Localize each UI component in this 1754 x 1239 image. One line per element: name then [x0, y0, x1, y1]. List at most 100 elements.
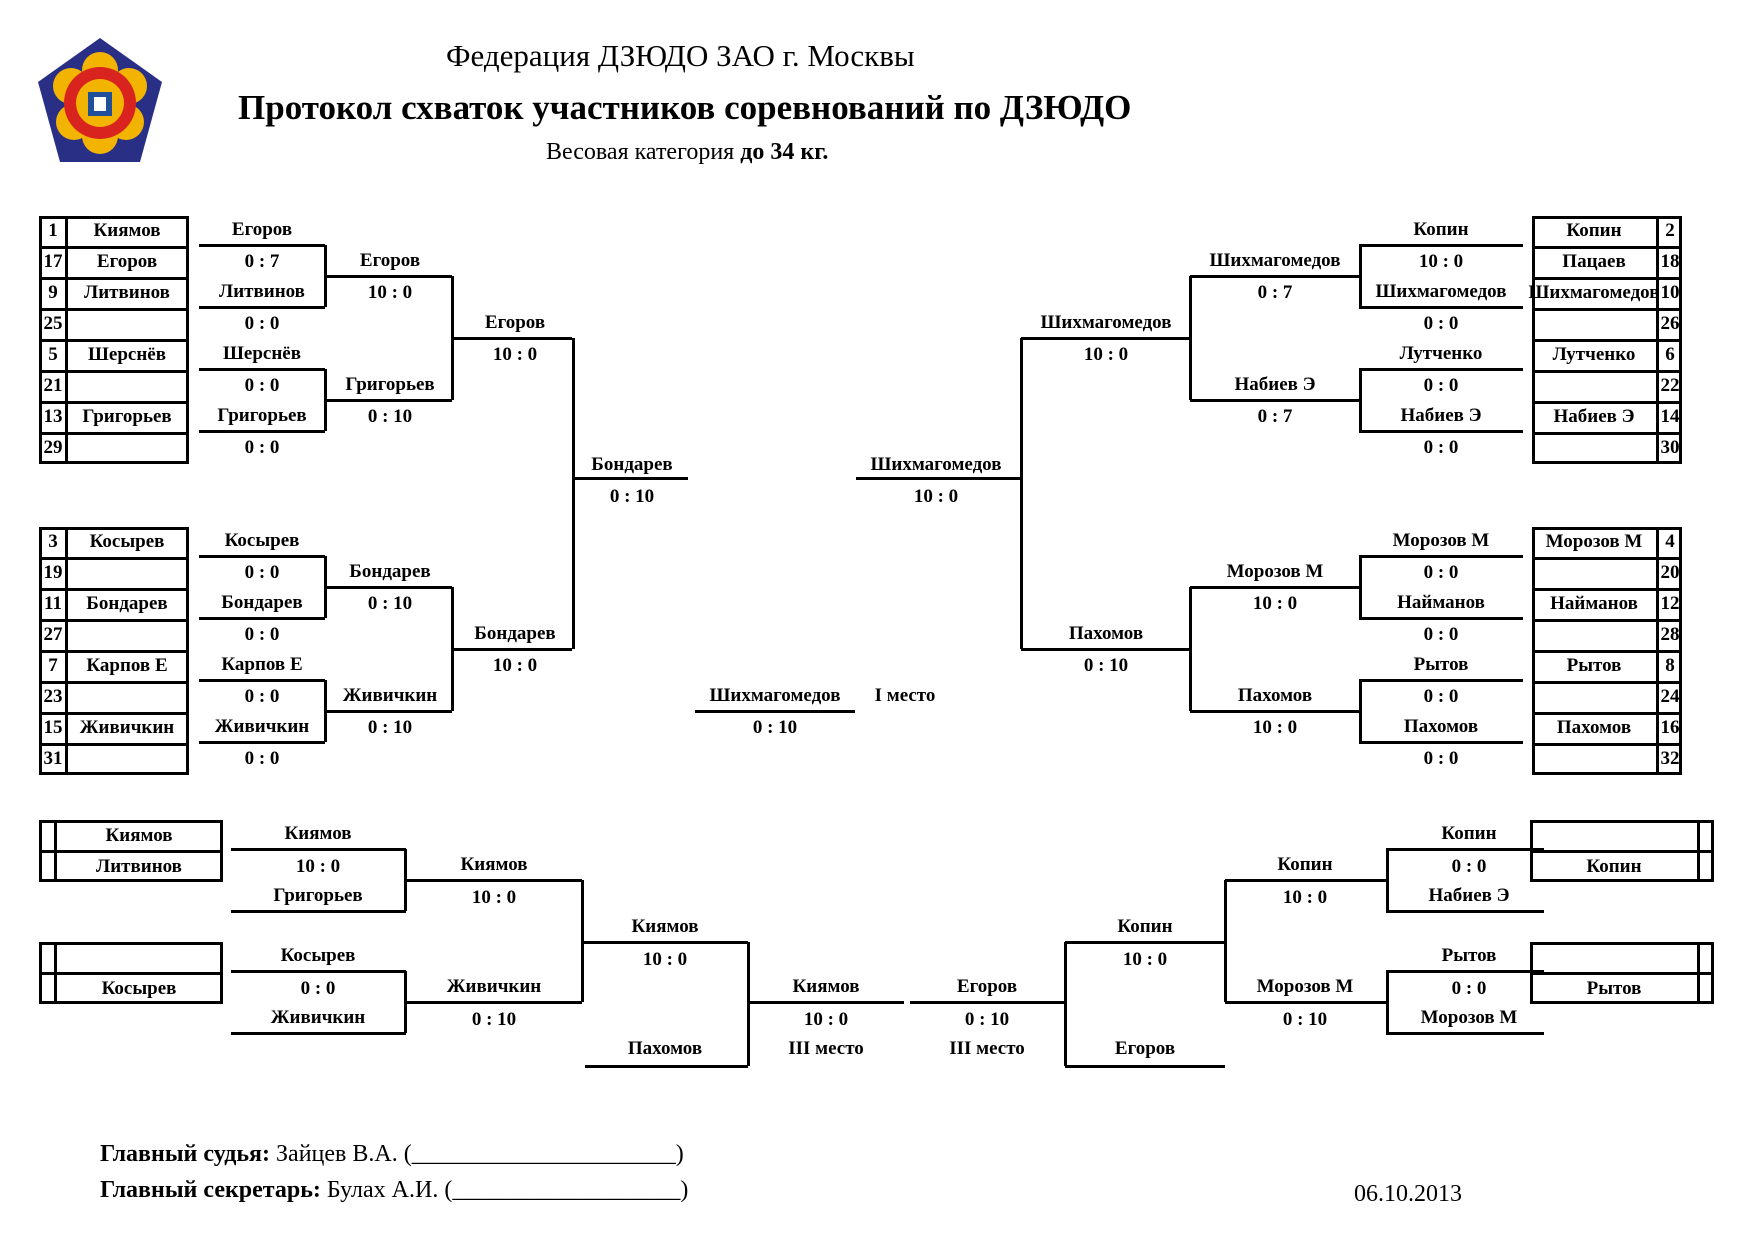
protocol-date: 06.10.2013: [1354, 1181, 1462, 1207]
seed-number: 31: [43, 748, 63, 769]
match-line: [406, 1001, 582, 1004]
weight-category-value: до 34 кг.: [740, 139, 829, 165]
chief-secretary: Главный секретарь: Булах А.И. (_________…: [100, 1177, 688, 1204]
match-line: [1386, 1032, 1544, 1035]
match-line: [1359, 244, 1523, 247]
seed-name: Морозов М: [1545, 531, 1643, 552]
semifinal-score: 0 : 10: [609, 485, 655, 507]
match-line: [199, 430, 325, 433]
pool-row-line: [1532, 588, 1682, 591]
match-line: [573, 476, 688, 480]
match-score: 0 : 0: [1451, 978, 1487, 999]
match-line: [452, 648, 572, 651]
seed-name: Пахомов: [1556, 717, 1632, 738]
match-winner: Литвинов: [219, 281, 305, 302]
pool-row-line: [1530, 972, 1714, 975]
match-score: 10 : 0: [367, 282, 413, 303]
seed-name: Литвинов: [84, 282, 170, 303]
match-winner: Копин: [1277, 854, 1333, 875]
match-score: 0 : 0: [244, 313, 280, 334]
bracket-connector: [1359, 680, 1362, 742]
match-score: 0 : 10: [1083, 655, 1129, 676]
match-score: 0 : 0: [1423, 313, 1459, 334]
match-score: 0 : 10: [367, 406, 413, 427]
pool-row-line: [39, 619, 189, 622]
match-winner: Морозов М: [1226, 561, 1324, 582]
match-winner: Егоров: [231, 219, 293, 240]
match-line: [199, 617, 325, 620]
pool-row-line: [1532, 246, 1682, 249]
match-winner: Копин: [1413, 219, 1469, 240]
pool-row-line: [1532, 743, 1682, 746]
match-line: [325, 710, 452, 713]
match-score: 0 : 7: [1257, 282, 1293, 303]
match-line: [1359, 368, 1523, 371]
match-score: 10 : 0: [1083, 344, 1129, 365]
match-winner: Карпов Е: [221, 654, 303, 675]
seed-name: Киямов: [105, 825, 173, 846]
pool-row-line: [39, 370, 189, 373]
seed-number: 25: [43, 313, 63, 334]
match-score: 0 : 10: [471, 1009, 517, 1030]
seed-number: 22: [1660, 375, 1680, 396]
match-score: 0 : 0: [244, 562, 280, 583]
match-winner: Пахомов: [1403, 716, 1479, 737]
federation-name: Федерация ДЗЮДО ЗАО г. Москвы: [446, 38, 915, 73]
final-winner: Шихмагомедов: [709, 685, 841, 706]
semifinal-score: 10 : 0: [913, 485, 959, 507]
seed-name: Пацаев: [1562, 251, 1626, 272]
match-winner: Морозов М: [1392, 530, 1490, 551]
pool-row-line: [39, 681, 189, 684]
match-score: 0 : 0: [244, 686, 280, 707]
match-line: [325, 399, 452, 402]
match-line: [231, 970, 406, 973]
bracket-connector: [747, 942, 750, 1066]
seed-name: Копин: [1586, 856, 1642, 877]
match-line: [406, 879, 582, 882]
match-line: [1065, 1065, 1225, 1068]
pool-row-line: [39, 339, 189, 342]
match-line: [856, 476, 1021, 480]
match-score: 10 : 0: [642, 949, 688, 970]
pool-row-line: [1532, 370, 1682, 373]
bracket-connector: [1189, 276, 1192, 400]
match-winner: Егоров: [359, 250, 421, 271]
match-line: [231, 848, 406, 851]
match-score: 0 : 0: [1423, 562, 1459, 583]
match-score: 0 : 0: [244, 748, 280, 769]
match-winner: Копин: [1441, 823, 1497, 844]
match-line: [1190, 399, 1360, 402]
match-line: [325, 275, 452, 278]
seed-name: Рытов: [1586, 978, 1642, 999]
match-winner: Киямов: [460, 854, 528, 875]
match-winner: Егоров: [484, 312, 546, 333]
seed-number: 19: [43, 562, 63, 583]
match-loser: Егоров: [1114, 1038, 1176, 1059]
match-winner: Живичкин: [446, 976, 542, 997]
match-score: 10 : 0: [1282, 887, 1328, 908]
match-loser: Пахомов: [627, 1038, 703, 1059]
seed-name: Косырев: [101, 978, 177, 999]
match-winner: Морозов М: [1256, 976, 1354, 997]
match-winner: Шихмагомедов: [1375, 281, 1507, 302]
pool-row-line: [39, 432, 189, 435]
seed-number: 20: [1660, 562, 1680, 583]
pool-row-line: [39, 712, 189, 715]
seed-name: Копин: [1566, 220, 1622, 241]
match-score: 10 : 0: [492, 655, 538, 676]
seed-number: 12: [1660, 593, 1680, 614]
bracket-connector: [404, 849, 407, 911]
match-score: 0 : 10: [1282, 1009, 1328, 1030]
seed-number: 4: [1665, 531, 1675, 552]
seed-name: Григорьев: [82, 406, 172, 427]
match-score: 10 : 0: [1252, 717, 1298, 738]
weight-category-label: Весовая категория: [546, 139, 735, 165]
seed-number: 27: [43, 624, 63, 645]
seed-name: Шихмагомедов: [1528, 282, 1660, 303]
seed-name: Карпов Е: [86, 655, 168, 676]
match-line: [1021, 648, 1190, 651]
bronze-score: 0 : 10: [964, 1009, 1010, 1030]
match-line: [231, 1032, 406, 1035]
chief-secretary-label: Главный секретарь:: [100, 1177, 321, 1203]
